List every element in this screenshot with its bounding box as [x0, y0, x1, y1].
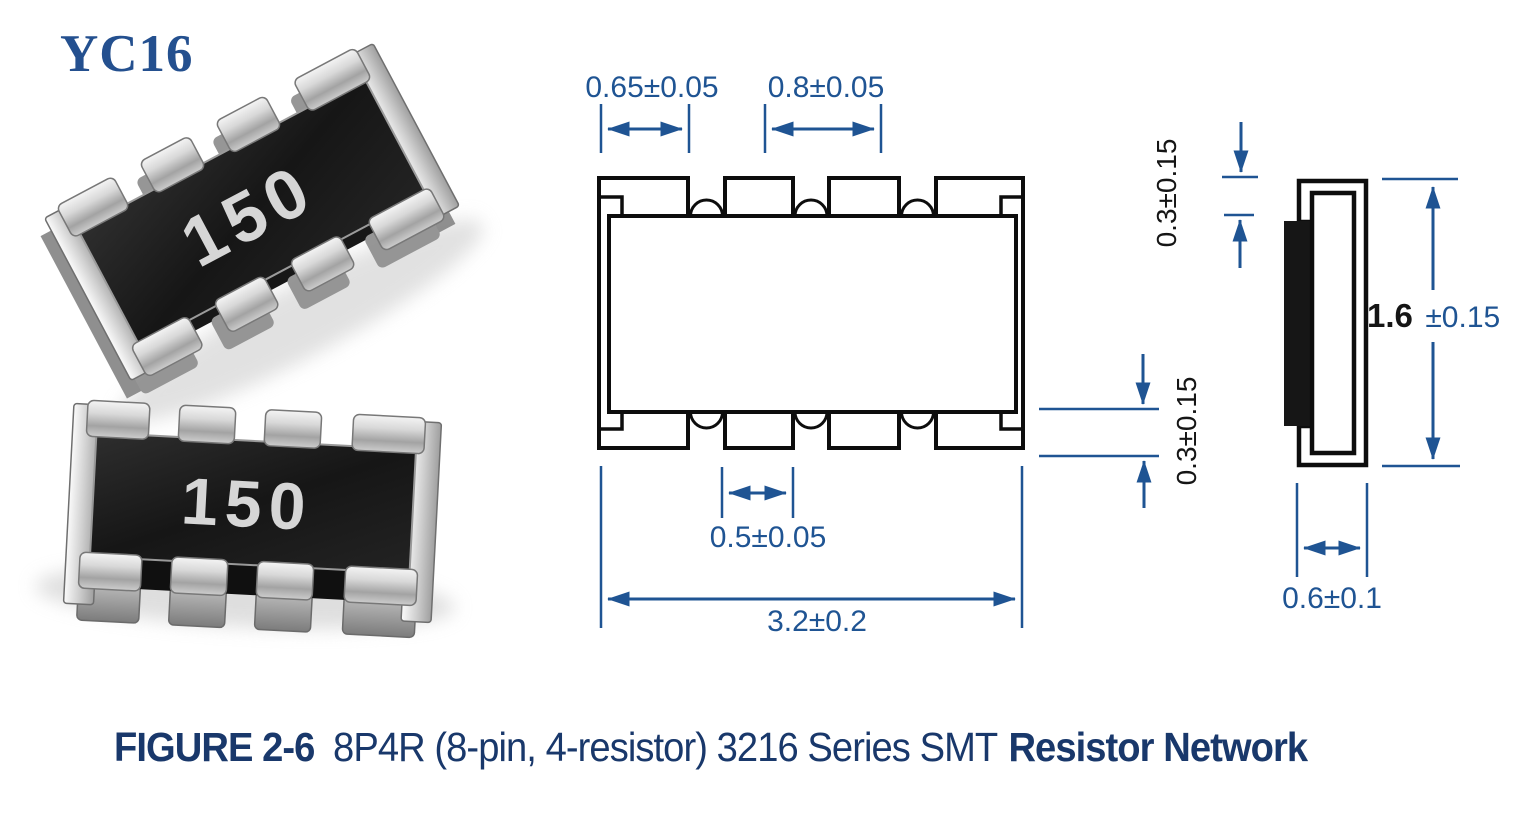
- plan-right-corner-pads-outline: [934, 176, 1025, 450]
- bottom-chip-body: [89, 431, 417, 575]
- plan-castellation-domes: [689, 198, 935, 430]
- top-chip: 150: [40, 43, 460, 399]
- dim-terminal-bottom-lines: [1039, 354, 1159, 508]
- dim-height-label: 1.6 ±0.15: [1367, 297, 1500, 334]
- figure-description: 8P4R (8-pin, 4-resistor) 3216 Series SMT: [333, 724, 998, 770]
- plan-left-corner-pads-outline: [597, 176, 690, 450]
- top-chip-pads: [57, 48, 445, 377]
- side-body-outline: [1309, 190, 1357, 456]
- dim-pad-left-lines: [599, 104, 691, 153]
- plan-step-bottom-left: [599, 413, 624, 431]
- bottom-chip-marking: 150: [180, 463, 315, 544]
- dim-overall-length-lines: [599, 466, 1024, 628]
- plan-body-outline: [607, 214, 1018, 414]
- dim-terminal-width-lines: [1295, 483, 1369, 577]
- plan-step-bottom-right: [999, 413, 1023, 431]
- dimension-annotations: 0.65±0.05 0.8±0.05 0.5±0.05 3.2±0.2: [585, 71, 1500, 638]
- bottom-chip: 150: [62, 399, 443, 639]
- side-body-edge-bar: [1284, 221, 1311, 426]
- plan-bottom-pad-3: [827, 412, 901, 450]
- figure-label: FIGURE 2-6: [114, 724, 315, 770]
- plan-bottom-pad-2: [723, 412, 795, 450]
- part-number: YC16: [60, 25, 194, 83]
- dim-terminal-width-label: 0.6±0.1: [1282, 582, 1382, 615]
- plan-view-drawing: [597, 176, 1025, 450]
- plan-step-top-right: [999, 195, 1023, 215]
- top-chip-body: [78, 78, 426, 346]
- dim-height-lines: [1382, 177, 1460, 468]
- side-view-drawing: [1284, 178, 1369, 468]
- figure-description-bold: Resistor Network: [1008, 724, 1308, 770]
- photo-top-chip: 150: [40, 43, 484, 423]
- figure-caption: FIGURE 2-6 8P4R (8-pin, 4-resistor) 3216 …: [114, 724, 1308, 771]
- plan-top-pad-2: [723, 176, 795, 216]
- dim-pad-pitch-lines: [763, 104, 883, 153]
- dim-terminal-top-lines: [1222, 122, 1258, 268]
- dim-terminal-top-label: 0.3±0.15: [1151, 139, 1182, 248]
- plan-top-pad-3: [827, 176, 901, 216]
- plan-step-top-left: [599, 195, 624, 215]
- dim-terminal-bottom-label: 0.3±0.15: [1171, 377, 1202, 486]
- top-chip-shadow: [119, 219, 484, 423]
- dim-inner-pad-lines: [720, 467, 795, 518]
- dim-pad-left-label: 0.65±0.05: [585, 71, 718, 104]
- dim-pad-pitch-label: 0.8±0.05: [768, 71, 885, 104]
- dim-inner-pad-label: 0.5±0.05: [710, 521, 827, 554]
- bottom-chip-pads: [77, 399, 427, 607]
- photo-bottom-chip: 150: [35, 399, 455, 639]
- dim-overall-length-label: 3.2±0.2: [767, 605, 867, 638]
